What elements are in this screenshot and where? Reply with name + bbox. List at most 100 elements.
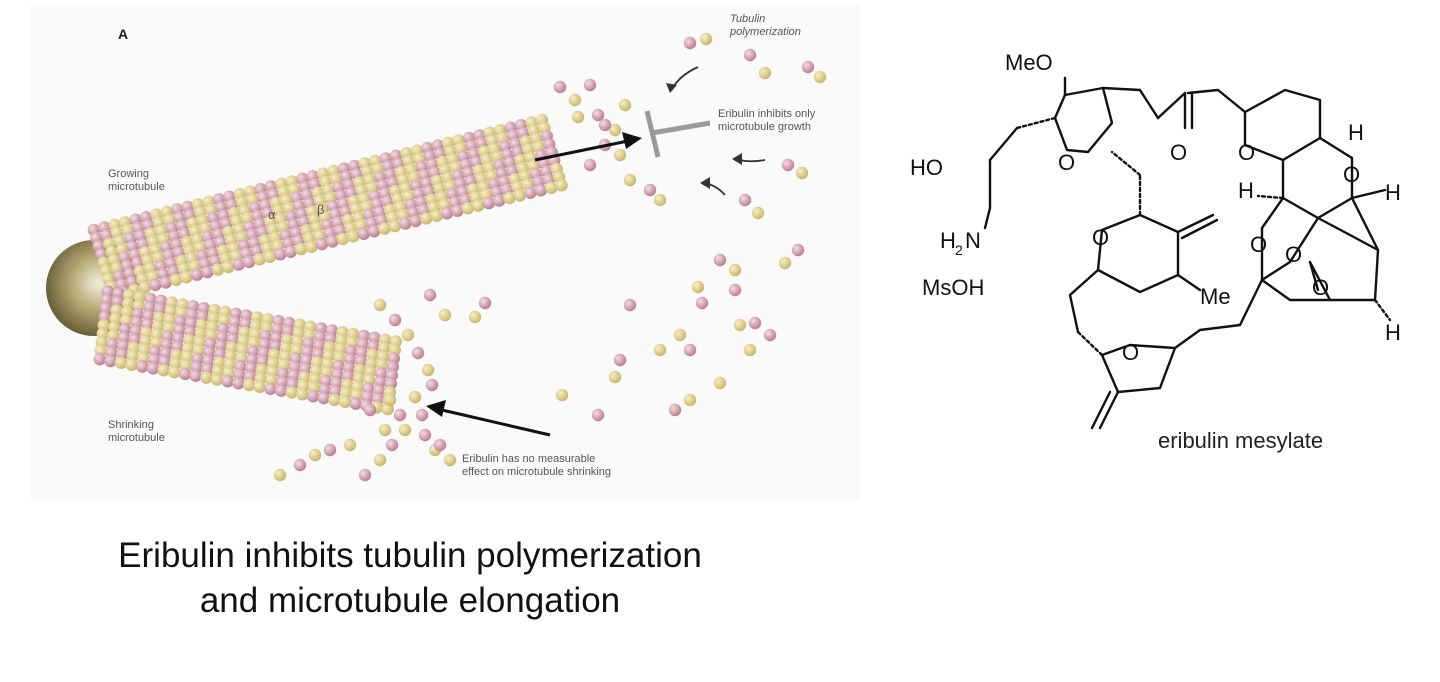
alpha-tubulin-subunit [613, 353, 627, 367]
beta-tubulin-subunit [273, 468, 287, 482]
alpha-tubulin-subunit [451, 204, 464, 217]
alpha-tubulin-subunit [264, 382, 277, 395]
arrowhead [732, 153, 742, 165]
label-line: Tubulin [730, 13, 766, 25]
alpha-tubulin-subunit [623, 298, 637, 312]
shrink-arrow [426, 400, 551, 437]
alpha-tubulin-subunit [189, 369, 202, 382]
label-line: Growing [108, 168, 149, 180]
beta-tubulin-subunit [420, 212, 433, 225]
me-label: Me [1200, 284, 1231, 309]
alpha-tubulin-subunit [201, 265, 214, 279]
beta-tubulin-subunit [347, 230, 360, 243]
atom-labels: MeO HO H 2 N MsOH Me O O O O O O O O O H… [910, 50, 1401, 365]
beta-tubulin-subunit [157, 364, 170, 377]
alpha-tubulin-subunit [358, 468, 372, 482]
beta-tubulin-subunit [343, 438, 357, 452]
beta-tubulin-subunit [253, 253, 266, 266]
alpha-tubulin-subunit [274, 384, 288, 397]
beta-tubulin-subunit [114, 356, 128, 369]
arrowhead [666, 83, 677, 93]
alpha-tubulin-subunit [418, 428, 432, 442]
alpha-tubulin-subunit [385, 438, 399, 452]
beta-tubulin-subunit [210, 373, 224, 386]
h-label: H [1385, 180, 1401, 205]
molecule-name: eribulin mesylate [1158, 428, 1324, 453]
alpha-tubulin-subunit [190, 268, 204, 281]
beta-tubulin-subunit [373, 453, 387, 467]
alpha-tubulin-subunit [440, 207, 454, 220]
label-line: Eribulin inhibits only [718, 108, 816, 120]
inhibits-growth-label: Eribulin inhibits only microtubule growt… [718, 108, 815, 134]
alpha-tubulin-subunit [149, 278, 162, 292]
beta-tubulin-subunit [743, 343, 757, 357]
alpha-tubulin-subunit [492, 194, 506, 207]
beta-tubulin-subunit [180, 271, 193, 284]
beta-tubulin-subunit [513, 189, 527, 202]
alpha-tubulin-subunit [357, 227, 370, 240]
beta-tubulin-subunit [378, 222, 391, 235]
alpha-tubulin-subunit [643, 183, 657, 197]
alpha-tubulin-subunit [315, 237, 329, 251]
alpha-tubulin-subunit [524, 186, 537, 199]
beta-tubulin-subunit [683, 393, 697, 407]
beta-tubulin-subunit [443, 453, 457, 467]
beta-tubulin-subunit [438, 308, 452, 322]
beta-tubulin-subunit [568, 93, 582, 107]
alpha-tubulin-subunit [221, 375, 234, 388]
alpha-tubulin-subunit [423, 288, 437, 302]
beta-tubulin-subunit [555, 388, 569, 402]
o-label: O [1312, 275, 1329, 300]
alpha-tubulin-subunit [388, 313, 402, 327]
beta-tubulin-subunit [691, 280, 705, 294]
beta-tubulin-subunit [728, 263, 742, 277]
alpha-tubulin-subunit [433, 438, 447, 452]
alpha-tubulin-subunit [293, 458, 307, 472]
beta-tubulin-subunit [296, 388, 309, 401]
beta-tubulin-subunit [653, 193, 667, 207]
alpha-tubulin-subunit [791, 243, 805, 257]
inhibitor-bar [644, 110, 711, 158]
beta-tubulin-subunit [398, 423, 412, 437]
label-line: microtubule [108, 181, 165, 193]
alpha-tubulin-subunit [159, 276, 172, 289]
o-label: O [1122, 340, 1139, 365]
beta-tubulin-subunit [503, 191, 516, 205]
slide-caption: Eribulin inhibits tubulin polymerization… [30, 533, 790, 623]
no-effect-shrinking-label: Eribulin has no measurable effect on mic… [462, 453, 611, 479]
tubulin-polymerization-label: Tubulin polymerization [730, 13, 801, 39]
label-line: Eribulin has no measurable [462, 453, 596, 465]
alpha-tubulin-subunit [178, 367, 192, 381]
alpha-tubulin-subunit [93, 352, 106, 366]
beta-tubulin-subunit [571, 110, 585, 124]
arrowhead [700, 177, 710, 189]
alpha-tubulin-subunit [415, 408, 429, 422]
alpha-tubulin-subunit [284, 245, 297, 258]
beta-tubulin-subunit [308, 448, 322, 462]
alpha-tubulin-subunit [553, 80, 567, 94]
alpha-tubulin-subunit [801, 60, 815, 74]
beta-tubulin-subunit [338, 395, 352, 408]
beta-tubulin-subunit [813, 70, 827, 84]
o-label: O [1250, 232, 1267, 257]
beta-tubulin-subunit [623, 173, 637, 187]
beta-tubulin-subunit [468, 310, 482, 324]
beta-tubulin-subunit [125, 358, 138, 371]
alpha-tubulin-subunit [683, 36, 697, 50]
caption-line-2: and microtubule elongation [199, 581, 621, 620]
label-line: effect on microtubule shrinking [462, 466, 611, 478]
eribulin-structure: MeO HO H 2 N MsOH Me O O O O O O O O O H… [910, 50, 1401, 430]
beta-tubulin-subunit [242, 378, 256, 392]
alpha-tubulin-subunit [363, 403, 377, 417]
beta-tubulin-subunit [211, 263, 224, 276]
h-label: H [1385, 320, 1401, 345]
beta-tubulin-subunit [778, 256, 792, 270]
microtubule-figure: A Tubulin polymerization Eribulin inhibi… [30, 5, 860, 500]
ho-label: HO [910, 155, 943, 180]
beta-tubulin-subunit [294, 242, 308, 256]
beta-tubulin-subunit [336, 232, 349, 246]
label-line: microtubule growth [718, 121, 811, 133]
o-label: O [1170, 140, 1187, 165]
alpha-tubulin-subunit [306, 390, 320, 403]
beta-tubulin-subunit [401, 328, 415, 342]
